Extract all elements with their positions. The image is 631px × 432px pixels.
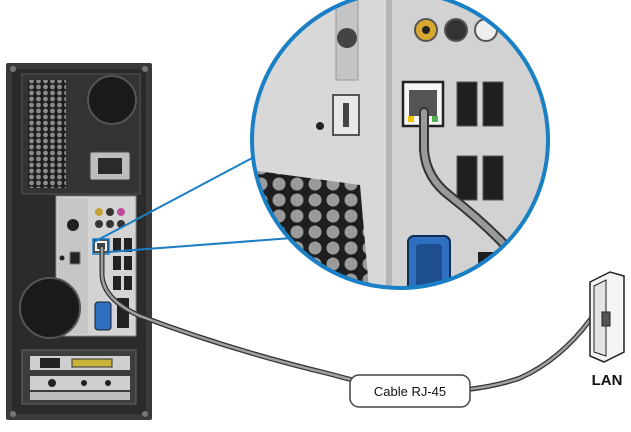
audio-jack-icon [95, 208, 103, 216]
case-fan-icon [19, 277, 81, 339]
lan-label: LAN [592, 372, 623, 389]
power-supply [21, 73, 141, 195]
usb-port-zoom-icon [456, 81, 478, 127]
pc-tower [6, 63, 152, 420]
psu-fan-icon [87, 75, 137, 125]
mouse-port-icon [67, 219, 79, 231]
cable-label: Cable RJ-45 [349, 374, 471, 408]
wall-lan-jack-icon [601, 311, 611, 327]
usb-port-icon [113, 238, 121, 252]
ps2-port-icon [337, 28, 357, 48]
psu-vent-grille [28, 80, 66, 188]
vga-port-icon [94, 301, 112, 331]
zoom-circle-border [250, 0, 550, 290]
zoom-detail [250, 0, 550, 290]
cable-label-text: Cable RJ-45 [374, 384, 446, 399]
expansion-slots [21, 349, 137, 405]
lan-wall-socket [589, 271, 625, 363]
